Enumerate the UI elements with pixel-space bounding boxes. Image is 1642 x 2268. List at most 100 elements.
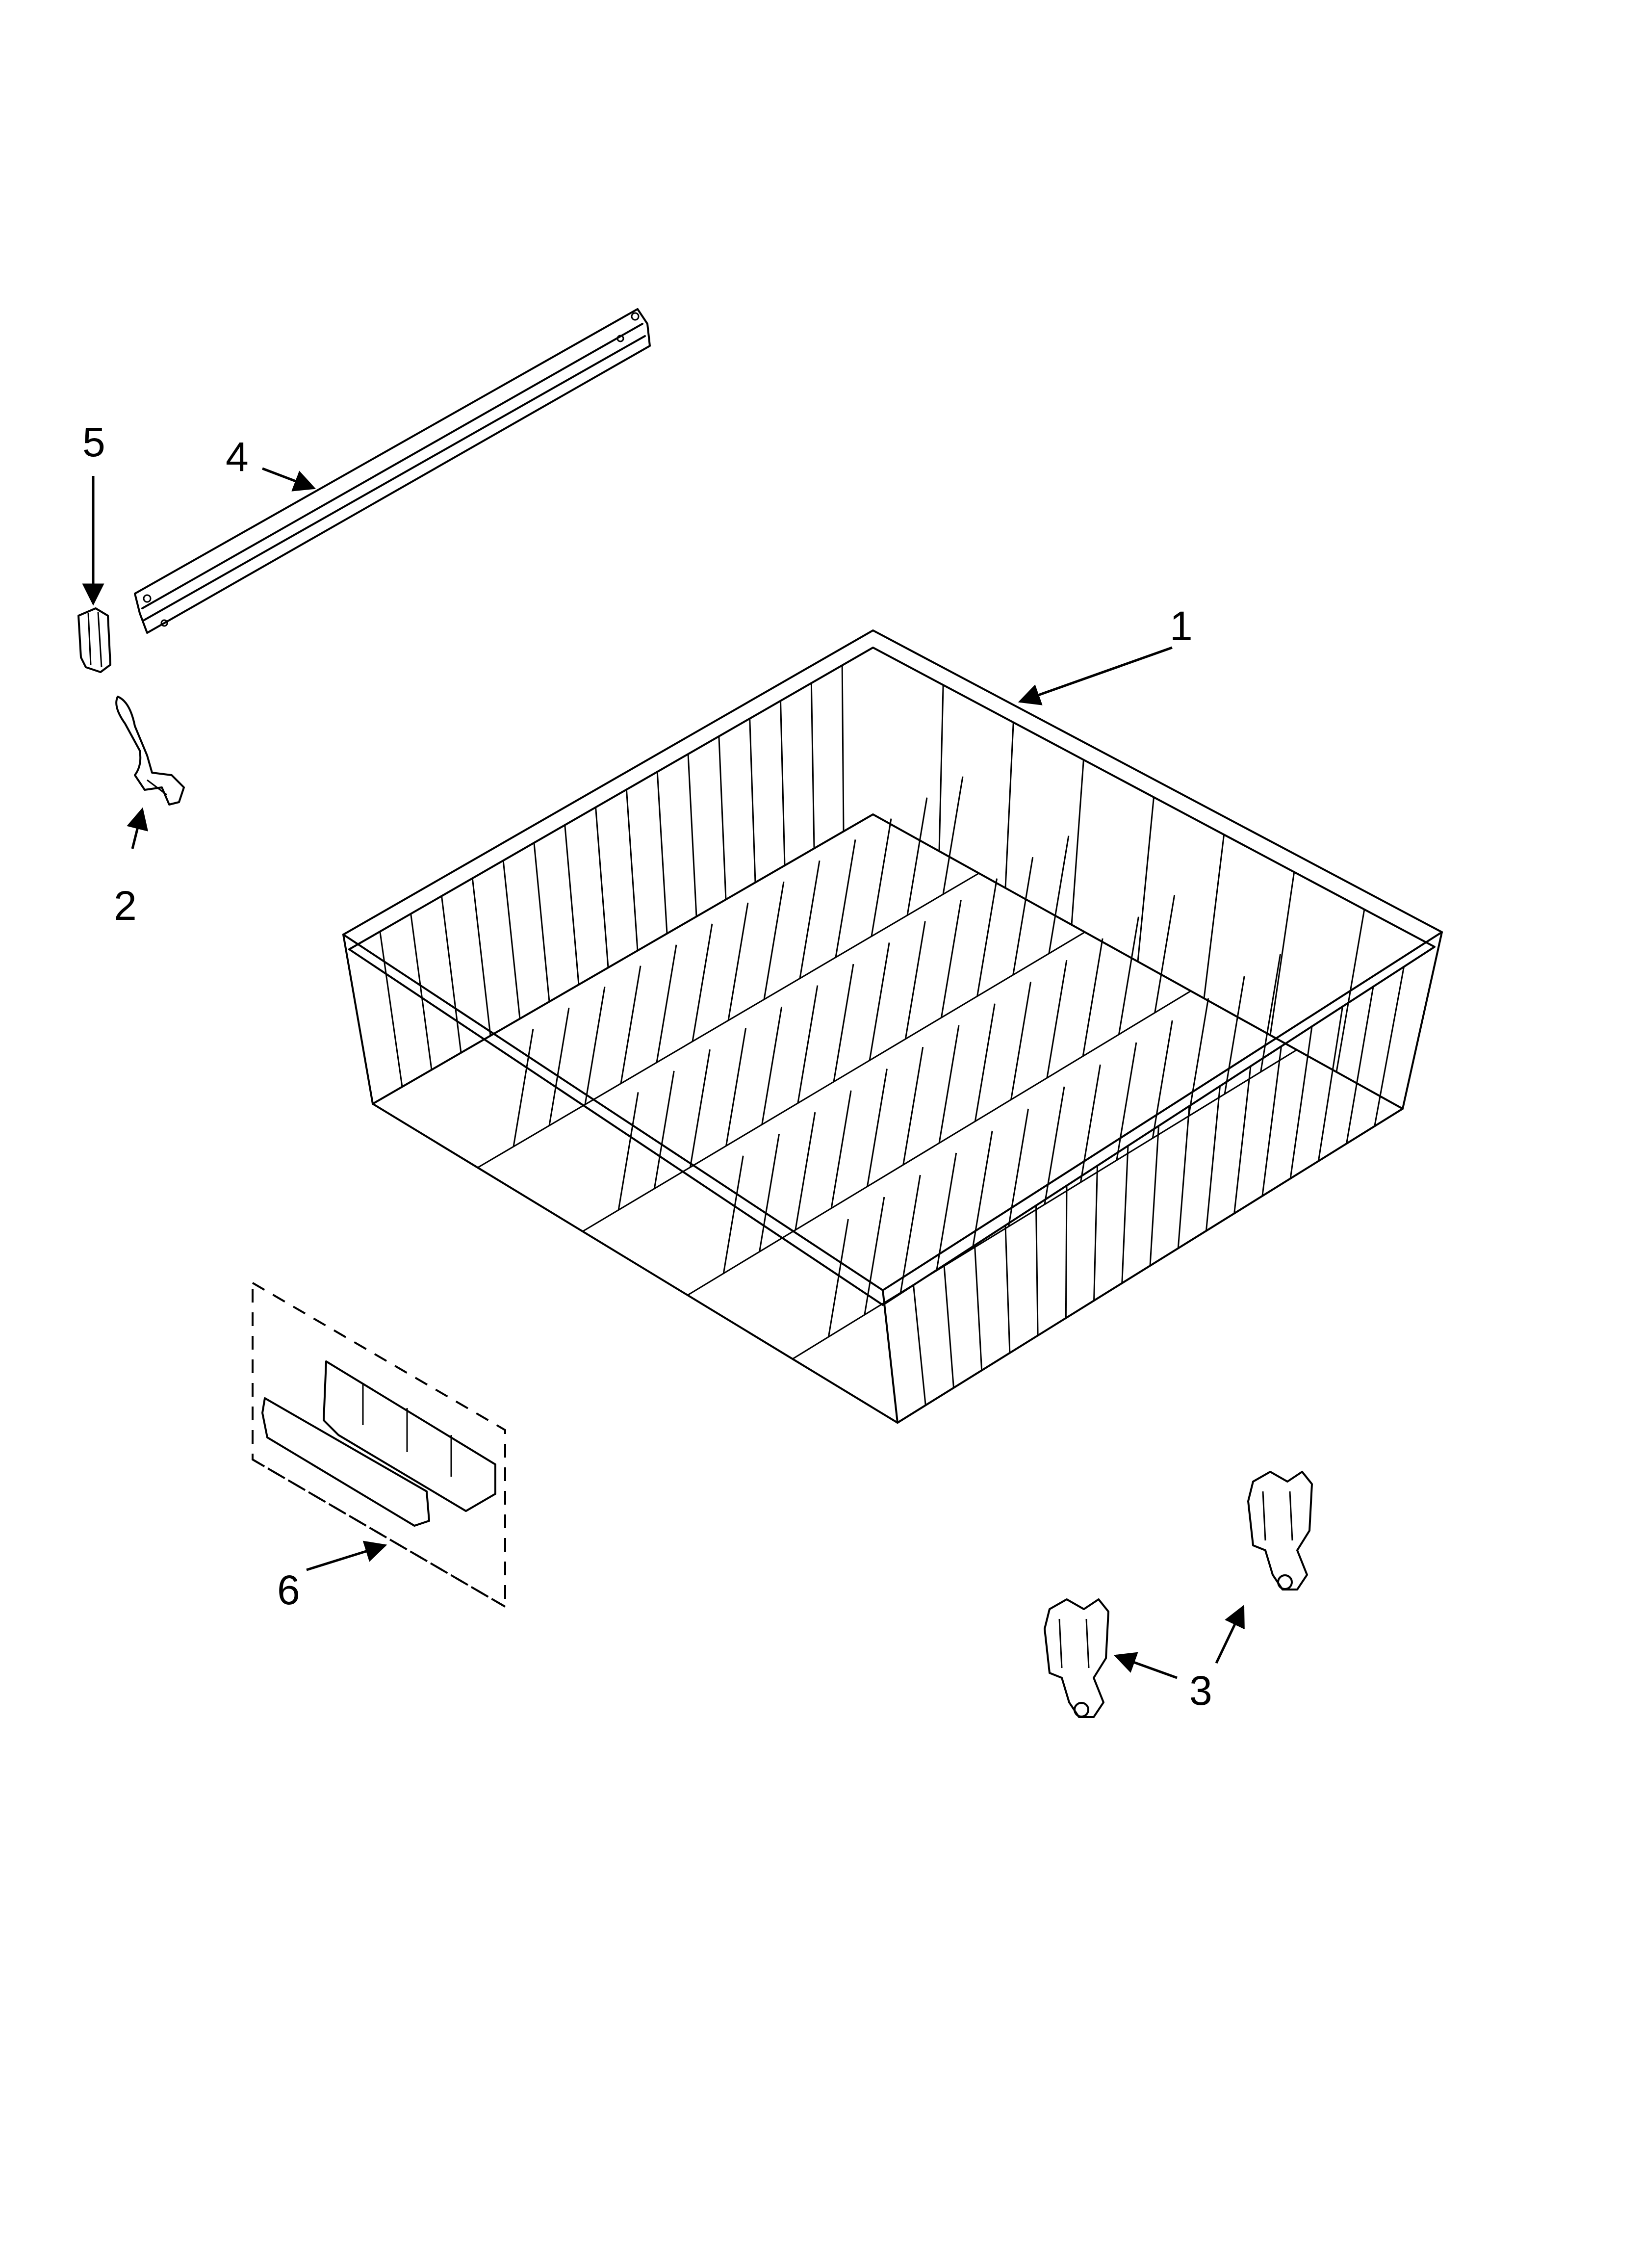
rack-wire <box>718 736 727 900</box>
rack-wire <box>797 985 819 1103</box>
rack-wire <box>533 842 550 1002</box>
rack-wire <box>1048 835 1070 954</box>
rack-wire <box>972 1130 993 1249</box>
rack-wire <box>513 1028 534 1147</box>
rack-wire <box>871 818 892 937</box>
rack-wire <box>827 1219 849 1337</box>
rack-wire <box>1008 1108 1029 1227</box>
rack-wire <box>833 964 854 1082</box>
rack-wire <box>617 1092 639 1210</box>
rack-wire <box>869 942 890 1061</box>
rack-wire <box>899 1174 921 1293</box>
rack-wire <box>1118 916 1139 1035</box>
rack-wire <box>759 1134 780 1252</box>
rack-wire <box>795 1112 816 1230</box>
rack-wire <box>1346 986 1374 1144</box>
rack-wire <box>780 701 786 866</box>
rack-wire <box>1004 722 1014 888</box>
leader-1 <box>1018 646 1173 705</box>
rack-wire <box>1233 1066 1252 1214</box>
rack-adjuster-left <box>1044 1598 1109 1718</box>
rack-wire <box>1205 1086 1221 1231</box>
rack-wire <box>841 665 845 832</box>
rack-wire <box>379 931 403 1087</box>
rack-wire <box>1260 954 1282 1072</box>
rack-wire <box>799 860 821 979</box>
leader-4 <box>262 467 316 492</box>
handle-kit <box>252 1281 506 1609</box>
rack-wire <box>689 1049 711 1168</box>
rack-wire <box>725 1028 747 1146</box>
upper-rack <box>342 629 1443 1424</box>
rack-wire <box>1317 1006 1343 1161</box>
rack-adjuster-right <box>1247 1471 1313 1590</box>
rack-wire <box>902 1047 924 1165</box>
rack-wire <box>749 718 756 883</box>
leader-3b <box>1215 1604 1245 1664</box>
callout-4: 4 <box>226 434 249 480</box>
callout-1: 1 <box>1170 603 1193 649</box>
rack-wire <box>692 923 713 1042</box>
rack-wire <box>1137 797 1155 962</box>
rack-wire <box>1335 909 1365 1072</box>
rack-wire <box>1082 938 1103 1057</box>
rack-wire <box>936 1152 957 1271</box>
rack-wire <box>913 1285 926 1406</box>
rack-wire <box>830 1090 852 1209</box>
rack-wire <box>906 797 928 915</box>
callout-2: 2 <box>114 883 137 929</box>
leader-2 <box>127 807 149 849</box>
rack-wire <box>1010 982 1032 1100</box>
callout-3: 3 <box>1189 1668 1212 1714</box>
rack-wire <box>942 776 964 895</box>
rack-rail <box>134 308 651 634</box>
rack-wire <box>1152 1020 1173 1139</box>
rack-wire <box>1224 976 1245 1095</box>
rack-wire <box>1046 960 1068 1078</box>
rack-wire <box>1035 1205 1039 1336</box>
rack-wire <box>810 683 815 849</box>
rack-wire <box>471 878 491 1036</box>
rack-tine-clip <box>115 696 185 806</box>
rack-wire <box>1188 998 1209 1117</box>
rack-wire <box>727 902 749 1021</box>
rack-wire <box>722 1155 744 1274</box>
rack-wire <box>1269 872 1295 1036</box>
rack-wire <box>687 754 697 917</box>
rack-wire <box>1374 966 1405 1126</box>
rack-wire <box>1203 834 1225 999</box>
rack-wire <box>940 900 962 1018</box>
rack-wire <box>763 881 785 1000</box>
rack-wire <box>1012 857 1034 975</box>
rack-wire <box>656 772 668 934</box>
rack-wire <box>653 1070 675 1189</box>
rack-wire <box>835 839 856 958</box>
rack-wire <box>1071 759 1084 925</box>
rack-wire <box>1154 895 1176 1013</box>
callout-6: 6 <box>277 1567 300 1613</box>
rack-wire <box>1004 1225 1011 1353</box>
rack-wire <box>761 1006 783 1125</box>
rack-wire <box>656 944 677 1063</box>
rack-wire <box>1116 1042 1137 1161</box>
rack-wire <box>1289 1026 1313 1179</box>
rack-wire <box>1079 1064 1101 1183</box>
rack-wire <box>625 789 639 951</box>
leader-6 <box>306 1540 387 1571</box>
rack-wire <box>564 825 580 985</box>
rack-wire <box>866 1069 888 1187</box>
rack-wire <box>974 1003 996 1121</box>
rack-wire <box>440 896 462 1053</box>
rack-wire <box>938 1025 960 1144</box>
rack-wire <box>938 685 944 852</box>
rack-wire <box>1044 1086 1065 1205</box>
rack-wire <box>1065 1185 1068 1318</box>
rack-wire <box>1121 1146 1129 1283</box>
rack-wire <box>620 965 641 1084</box>
rack-wire <box>584 987 606 1105</box>
leader-3a <box>1113 1652 1178 1679</box>
rack-wire <box>974 1245 983 1371</box>
rack-wire <box>1261 1046 1282 1196</box>
rack-wire <box>548 1008 570 1126</box>
